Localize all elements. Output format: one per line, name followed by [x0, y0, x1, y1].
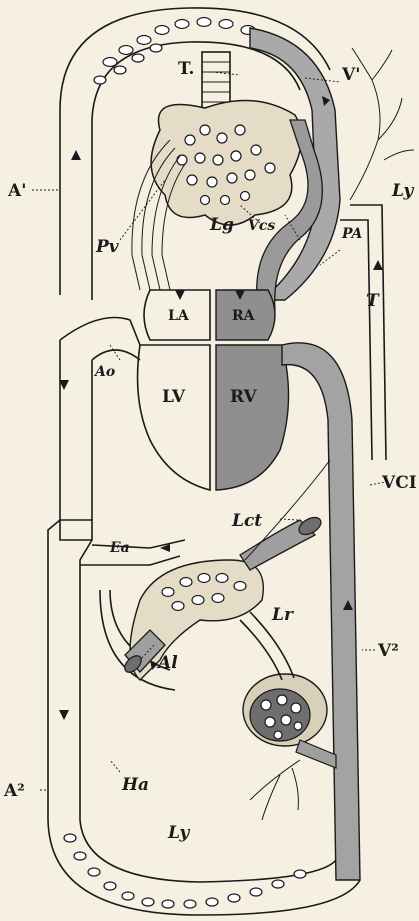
label-alimentary: Al [156, 653, 178, 673]
label-hepatic-artery-lower: Ha [121, 775, 149, 795]
label-trachea: T. [178, 59, 194, 79]
lower-capillary-arch [48, 820, 360, 915]
label-right-ventricle: RV [230, 387, 258, 407]
label-lung: Lg [209, 215, 234, 235]
systemic-artery-loop [48, 340, 92, 820]
label-a2: A² [3, 781, 25, 801]
liver [240, 612, 336, 768]
vena-cava-inferior [282, 343, 360, 880]
label-left-atrium: LA [168, 308, 190, 324]
label-liver: Lr [271, 605, 294, 625]
intestine [122, 560, 264, 680]
label-left-ventricle: LV [162, 387, 186, 407]
lymphatics-lower [250, 760, 300, 820]
label-pulmonary-artery: PA [341, 226, 363, 242]
label-pulmonary-veins: Pv [95, 237, 120, 257]
label-v1: V' [341, 65, 360, 85]
label-lymph-upper: Ly [391, 181, 414, 201]
label-lymph-lower: Ly [167, 823, 190, 843]
label-thoracic-duct: T [366, 291, 380, 311]
label-lacteals: Lct [231, 511, 262, 531]
label-v2: V² [377, 641, 399, 661]
label-vci: VCI [381, 473, 417, 493]
label-aorta: Ao [93, 364, 115, 380]
label-vcs: Vcs [248, 218, 275, 234]
label-right-atrium: RA [232, 308, 256, 324]
lung [151, 100, 301, 225]
label-a1: A' [7, 181, 26, 201]
label-hepatic-artery-upper: Ea [109, 540, 130, 556]
